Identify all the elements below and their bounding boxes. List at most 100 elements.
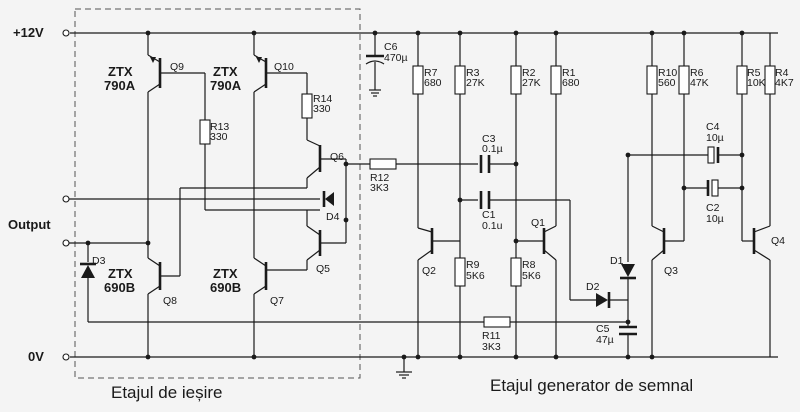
transistor-q3 — [651, 225, 684, 357]
gnd-terminal — [62, 353, 70, 361]
q2-ref: Q2 — [422, 265, 436, 277]
c4-value: 10µ — [706, 132, 724, 144]
transistor-q6 — [250, 145, 347, 220]
q1-ref: Q1 — [531, 217, 545, 229]
r10-value: 560 — [658, 77, 676, 89]
r14-value: 330 — [313, 103, 331, 115]
q8-type-line2: 690B — [104, 280, 135, 295]
q10-type-line1: ZTX — [213, 64, 238, 79]
output-stage-caption: Etajul de ieșire — [111, 383, 223, 402]
transistor-q8 — [147, 187, 250, 357]
resistor-r13 — [199, 73, 320, 211]
resistor-r7 — [412, 33, 424, 228]
diode-d2 — [570, 292, 628, 308]
r5-value: 10K — [747, 77, 766, 89]
q10-ref: Q10 — [274, 61, 294, 73]
capacitor-c6 — [365, 33, 385, 97]
r13-ref: R13 — [210, 121, 229, 133]
q4-ref: Q4 — [771, 235, 785, 247]
generator-caption: Etajul generator de semnal — [490, 376, 693, 395]
q3-ref: Q3 — [664, 265, 678, 277]
output-stage-box — [74, 8, 361, 379]
r10-ref: R10 — [658, 67, 677, 79]
r9-ref: R9 — [466, 259, 480, 271]
vcc-rail — [62, 29, 778, 37]
diode-d1 — [620, 154, 708, 322]
transistor-q2 — [417, 227, 460, 357]
transistor-q4 — [752, 225, 771, 357]
gnd-label: 0V — [28, 349, 44, 364]
resistor-r6 — [678, 33, 708, 241]
q8-ref: Q8 — [163, 295, 177, 307]
r13-value: 330 — [210, 131, 228, 143]
resistor-r10 — [646, 33, 658, 226]
c1-value: 0.1u — [482, 220, 503, 232]
c6-ref: C6 — [384, 41, 398, 53]
r3-value: 27K — [466, 77, 485, 89]
d3-ref: D3 — [92, 255, 106, 267]
r14-ref: R14 — [313, 93, 332, 105]
r5-ref: R5 — [747, 67, 761, 79]
q6-ref: Q6 — [330, 151, 344, 163]
q7-ref: Q7 — [270, 295, 284, 307]
c2-value: 10µ — [706, 213, 724, 225]
c5-value: 47µ — [596, 334, 614, 346]
r11-ref: R11 — [482, 330, 501, 342]
c2-ref: C2 — [706, 202, 720, 214]
q9-type-line1: ZTX — [108, 64, 133, 79]
c6-value: 470µ — [384, 52, 408, 64]
r2-value: 27K — [522, 77, 541, 89]
r4-value: 4K7 — [775, 77, 794, 89]
resistor-r2 — [510, 33, 544, 258]
junction-dots — [85, 30, 745, 360]
transistor-q5 — [266, 210, 347, 271]
q5-ref: Q5 — [316, 263, 330, 275]
resistor-r1 — [550, 33, 562, 226]
output-terminals — [62, 195, 320, 247]
r1-ref: R1 — [562, 67, 576, 79]
d2-ref: D2 — [586, 281, 600, 293]
transistor-q10 — [253, 33, 307, 258]
resistor-r14 — [301, 73, 321, 147]
q9-type-line2: 790A — [104, 78, 136, 93]
output-label: Output — [8, 217, 51, 232]
transistor-q1 — [542, 200, 571, 357]
diode-d4 — [322, 191, 334, 207]
r1-value: 680 — [562, 77, 580, 89]
r7-value: 680 — [424, 77, 442, 89]
transistor-q7 — [253, 257, 268, 357]
r6-value: 47K — [690, 77, 709, 89]
capacitor-c3 — [479, 155, 516, 173]
vcc-label: +12V — [13, 25, 44, 40]
resistor-r4 — [764, 33, 776, 226]
r7-ref: R7 — [424, 67, 438, 79]
resistor-r5 — [736, 33, 754, 242]
r8-ref: R8 — [522, 259, 536, 271]
r6-ref: R6 — [690, 67, 704, 79]
capacitor-c2 — [706, 179, 742, 197]
transistor-q9 — [147, 33, 205, 258]
d4-ref: D4 — [326, 211, 340, 223]
q10-type-line2: 790A — [210, 78, 242, 93]
c1-ref: C1 — [482, 209, 496, 221]
gnd-rail — [62, 353, 778, 361]
c3-value: 0.1µ — [482, 143, 503, 155]
r12-ref: R12 — [370, 172, 389, 184]
capacitor-c5 — [619, 322, 637, 357]
c3-ref: C3 — [482, 133, 496, 145]
resistor-r3 — [454, 33, 478, 258]
resistor-r9 — [454, 257, 466, 357]
r4-ref: R4 — [775, 67, 789, 79]
c4-ref: C4 — [706, 121, 720, 133]
q9-ref: Q9 — [170, 61, 184, 73]
r9-value: 5K6 — [466, 270, 485, 282]
q7-type-line1: ZTX — [213, 266, 238, 281]
r2-ref: R2 — [522, 67, 536, 79]
d1-ref: D1 — [610, 255, 624, 267]
c5-ref: C5 — [596, 323, 610, 335]
r8-value: 5K6 — [522, 270, 541, 282]
r11-value: 3K3 — [482, 341, 501, 353]
